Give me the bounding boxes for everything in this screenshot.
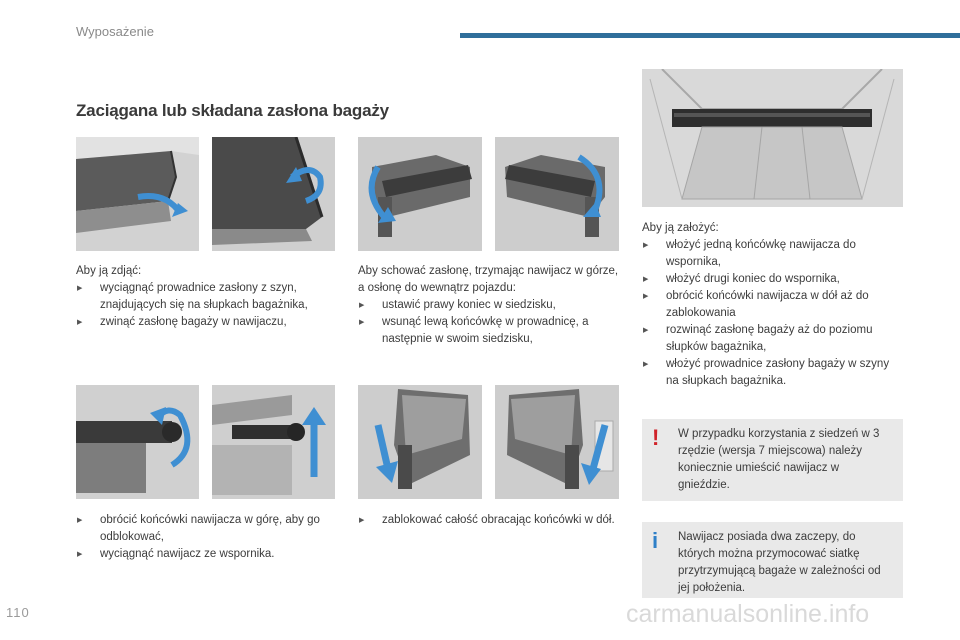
photo-pull-out: [212, 385, 335, 499]
info-notice: i Nawijacz posiada dwa zaczepy, do który…: [642, 522, 903, 598]
page-title: Zaciągana lub składana zasłona bagaży: [76, 101, 389, 120]
photo-unlock-rotate: [76, 385, 199, 499]
photo-stow-left: [495, 137, 619, 251]
photo-remove-rails: [76, 137, 199, 251]
photo-roll-cover: [212, 137, 335, 251]
remove-intro: Aby ją zdjąć:: [76, 265, 142, 277]
list-item: zablokować całość obracając końcówki w d…: [358, 512, 620, 529]
photo-install-overview: [642, 69, 903, 207]
list-item: włożyć jedną końcówkę nawijacza do wspor…: [642, 237, 904, 271]
photo-stow-right: [358, 137, 482, 251]
list-item: wyciągnąć prowadnice zasłony z szyn, zna…: [76, 280, 338, 314]
list-item: rozwinąć zasłonę bagaży aż do poziomu sł…: [642, 322, 904, 356]
warning-icon: !: [652, 425, 660, 450]
lock-instructions: zablokować całość obracając końcówki w d…: [358, 512, 620, 529]
stow-intro: Aby schować zasłonę, trzymając nawijacz …: [358, 265, 619, 294]
header-rule: [460, 33, 960, 38]
install-instructions: Aby ją założyć: włożyć jedną końcówkę na…: [642, 220, 904, 390]
list-item: włożyć prowadnice zasłony bagaży w szyny…: [642, 356, 904, 390]
arrow-down-icon: [589, 424, 609, 470]
section-label: Wyposażenie: [76, 24, 154, 39]
arrow-icon: [368, 165, 389, 222]
photo-lock-right: [495, 385, 619, 499]
rotate-arrow-icon: [290, 167, 324, 204]
photo-lock-left: [358, 385, 482, 499]
list-item: wyciągnąć nawijacz ze wspornika.: [76, 546, 338, 563]
stow-instructions: Aby schować zasłonę, trzymając nawijacz …: [358, 263, 620, 348]
info-text: Nawijacz posiada dwa zaczepy, do których…: [678, 531, 881, 594]
list-item: obrócić końcówki nawijacza w górę, aby g…: [76, 512, 338, 546]
list-item: włożyć drugi koniec do wspornika,: [642, 271, 904, 288]
list-item: obrócić końcówki nawijacza w dół aż do z…: [642, 288, 904, 322]
remove-instructions: Aby ją zdjąć: wyciągnąć prowadnice zasło…: [76, 263, 338, 331]
warning-notice: ! W przypadku korzystania z siedzeń w 3 …: [642, 419, 903, 501]
list-item: wsunąć lewą końcówkę w prowadnicę, a nas…: [358, 314, 620, 348]
warning-text: W przypadku korzystania z siedzeń w 3 rz…: [678, 428, 880, 491]
info-icon: i: [652, 528, 659, 553]
list-item: ustawić prawy koniec w siedzisku,: [358, 297, 620, 314]
list-item: zwinąć zasłonę bagaży w nawijaczu,: [76, 314, 338, 331]
install-intro: Aby ją założyć:: [642, 222, 719, 234]
unlock-instructions: obrócić końcówki nawijacza w górę, aby g…: [76, 512, 338, 563]
page-number: 110: [6, 605, 30, 620]
watermark: carmanualsonline.info: [626, 600, 870, 628]
